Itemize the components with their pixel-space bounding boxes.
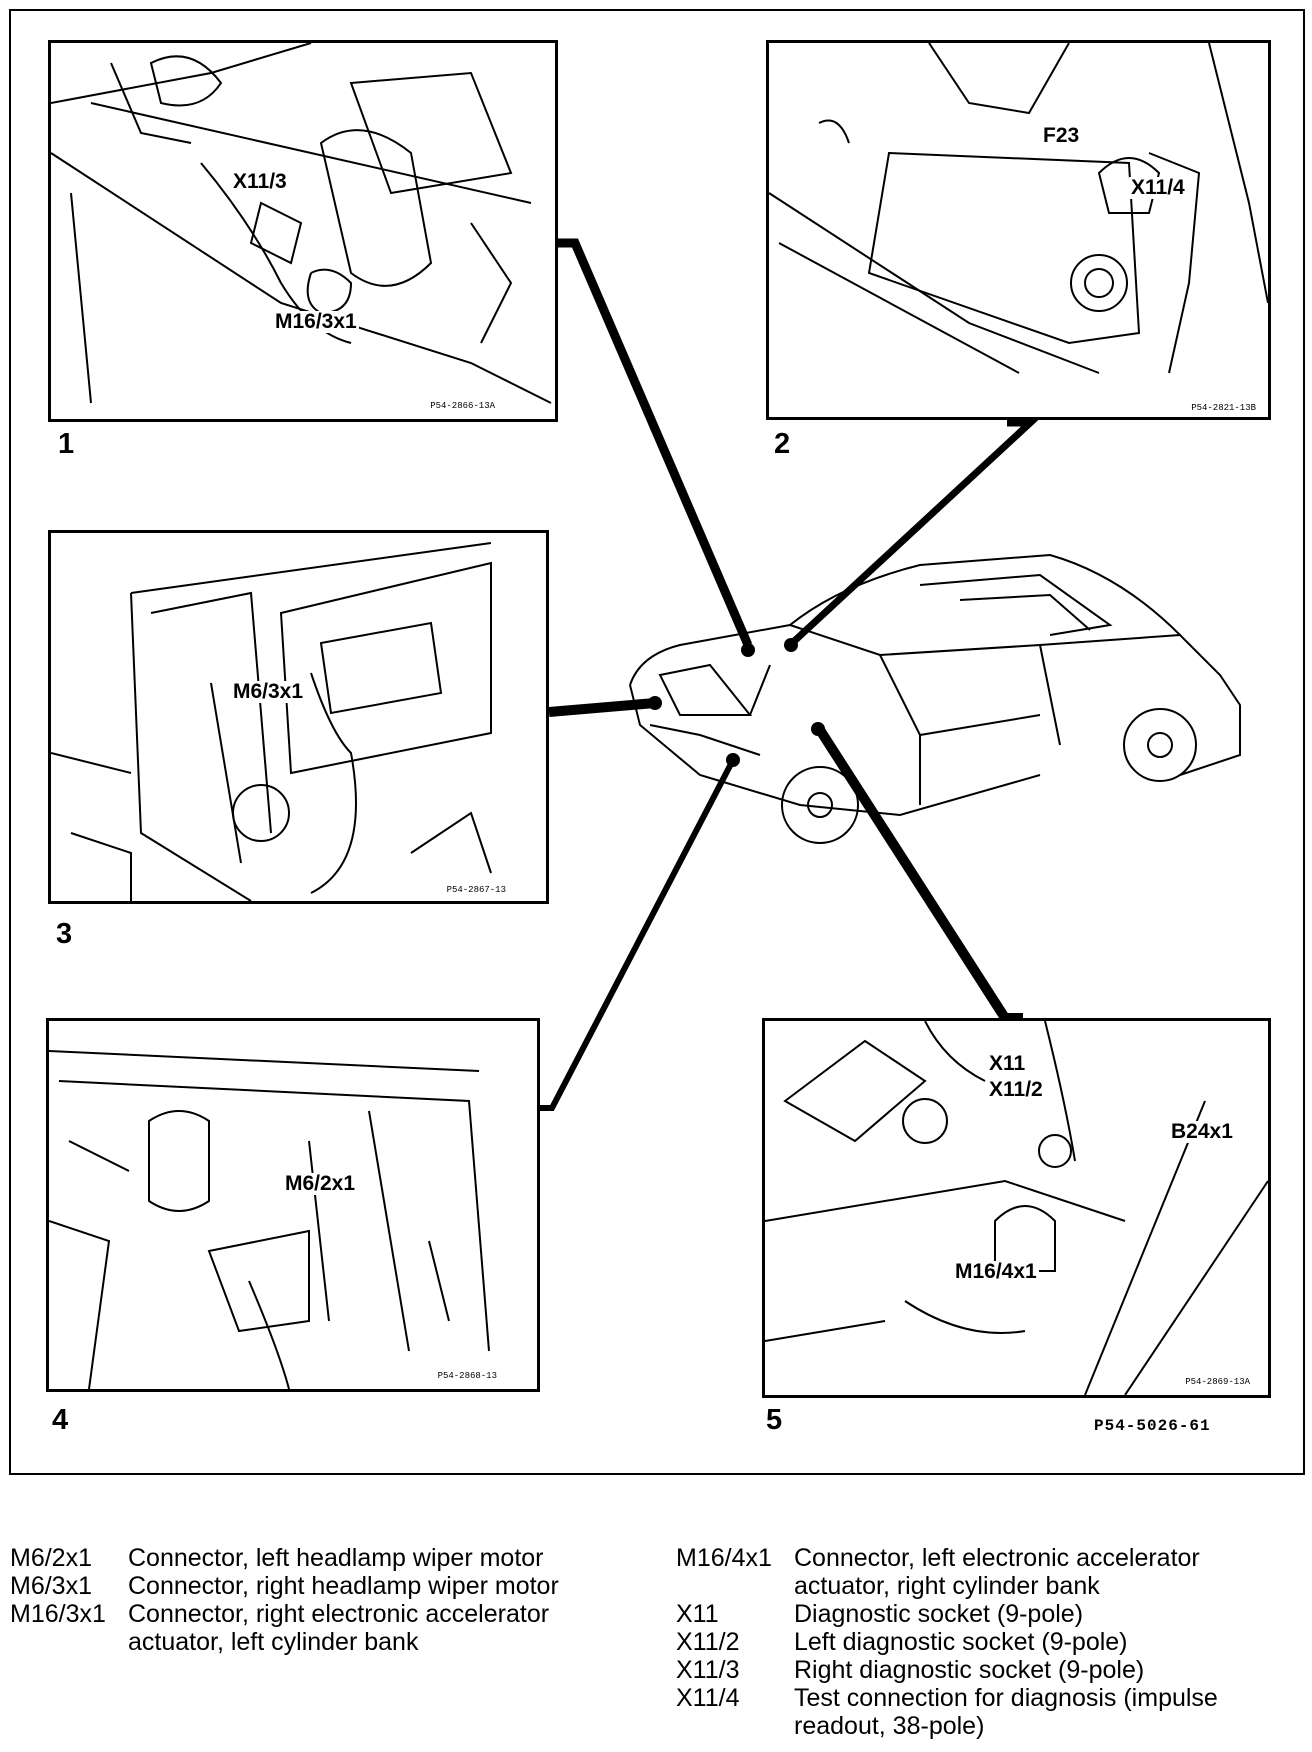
legend-key (10, 1628, 128, 1656)
legend-row: X11/3 Right diagnostic socket (9-pole) (676, 1656, 1306, 1684)
legend-row: X11/4 Test connection for diagnosis (impu… (676, 1684, 1306, 1712)
panel-number-5: 5 (766, 1404, 783, 1436)
legend-key: M16/4x1 (676, 1544, 772, 1572)
engine-bay-illustration-4 (49, 1050, 490, 1389)
legend-row: readout, 38-pole) (676, 1712, 1306, 1740)
legend-description: Left diagnostic socket (9-pole) (794, 1628, 1128, 1656)
panel-number-2: 2 (774, 428, 791, 460)
panel-code: P54-2867-13 (446, 885, 506, 895)
callout-m6-3x1: M6/3x1 (231, 680, 306, 703)
callout-m16-3x1: M16/3x1 (273, 310, 359, 333)
engine-bay-illustration-1 (51, 43, 552, 404)
panel-number-3: 3 (56, 918, 73, 950)
legend-description: Diagnostic socket (9-pole) (794, 1600, 1084, 1628)
car-illustration (629, 553, 1241, 844)
legend-description: readout, 38-pole) (794, 1712, 985, 1740)
legend-row: actuator, left cylinder bank (10, 1628, 650, 1656)
legend-key: M6/3x1 (10, 1572, 92, 1600)
panel-4: M6/2x1 P54-2868-13 (46, 1018, 540, 1392)
legend-row: M16/4x1 Connector, left electronic accele… (676, 1544, 1306, 1572)
leader-panel-2 (787, 419, 1039, 648)
legend-row: M6/3x1 Connector, right headlamp wiper mo… (10, 1572, 650, 1600)
legend-row: M6/2x1 Connector, left headlamp wiper mot… (10, 1544, 650, 1572)
legend-key: X11/4 (676, 1684, 740, 1712)
panel-number-4: 4 (52, 1404, 69, 1436)
leader-panel-4 (540, 758, 736, 1111)
legend-key: X11/3 (676, 1656, 740, 1684)
callout-b24x1: B24x1 (1169, 1120, 1235, 1143)
legend-description: Test connection for diagnosis (impulse (794, 1684, 1218, 1712)
callout-m16-4x1: M16/4x1 (953, 1260, 1039, 1283)
legend-row: X11/2 Left diagnostic socket (9-pole) (676, 1628, 1306, 1656)
legend-key: X11 (676, 1600, 719, 1628)
legend-description: Connector, right electronic accelerator (128, 1600, 550, 1628)
legend-description: Connector, left electronic accelerator (794, 1544, 1200, 1572)
panel-2: F23 X11/4 P54-2821-13B (766, 40, 1271, 420)
panel-code: P54-2866-13A (430, 401, 495, 411)
legend-key (676, 1712, 794, 1740)
engine-bay-illustration-2 (769, 43, 1268, 374)
callout-x11-2: X11/2 (987, 1078, 1045, 1101)
panel-code: P54-2869-13A (1185, 1377, 1250, 1387)
legend-description: Connector, right headlamp wiper motor (128, 1572, 559, 1600)
panel-number-1: 1 (58, 428, 75, 460)
panel-1: X11/3 M16/3x1 P54-2866-13A (48, 40, 558, 422)
callout-x11: X11 (987, 1052, 1028, 1075)
legend-key: M6/2x1 (10, 1544, 92, 1572)
legend-left: M6/2x1 Connector, left headlamp wiper mot… (10, 1544, 650, 1656)
figure-reference: P54-5026-61 (1094, 1417, 1211, 1435)
legend-right: M16/4x1 Connector, left electronic accele… (676, 1544, 1306, 1740)
leader-panel-1 (557, 238, 753, 647)
legend-row: X11 Diagnostic socket (9-pole) (676, 1600, 1306, 1628)
legend-description: Right diagnostic socket (9-pole) (794, 1656, 1145, 1684)
legend-description: Connector, left headlamp wiper motor (128, 1544, 544, 1572)
engine-bay-illustration-5 (765, 1021, 1268, 1395)
legend-key: M16/3x1 (10, 1600, 106, 1628)
figure-frame (9, 9, 1305, 1475)
callout-m6-2x1: M6/2x1 (283, 1172, 358, 1195)
callout-x11-3: X11/3 (231, 170, 289, 193)
legend-row: actuator, right cylinder bank (676, 1572, 1306, 1600)
panel-code: P54-2821-13B (1191, 403, 1256, 413)
callout-f23: F23 (1041, 124, 1082, 147)
panel-code: P54-2868-13 (437, 1371, 497, 1381)
legend-description: actuator, right cylinder bank (794, 1572, 1100, 1600)
legend-description: actuator, left cylinder bank (128, 1628, 419, 1656)
legend-key (676, 1572, 794, 1600)
engine-bay-illustration-3 (51, 542, 492, 901)
panel-5: X11 X11/2 B24x1 M16/4x1 P54-2869-13A (762, 1018, 1271, 1398)
callout-x11-4: X11/4 (1129, 176, 1187, 199)
legend-key: X11/2 (676, 1628, 740, 1656)
panel-3: M6/3x1 P54-2867-13 (48, 530, 549, 904)
leader-panel-3 (548, 698, 656, 717)
legend-row: M16/3x1 Connector, right electronic accel… (10, 1600, 650, 1628)
